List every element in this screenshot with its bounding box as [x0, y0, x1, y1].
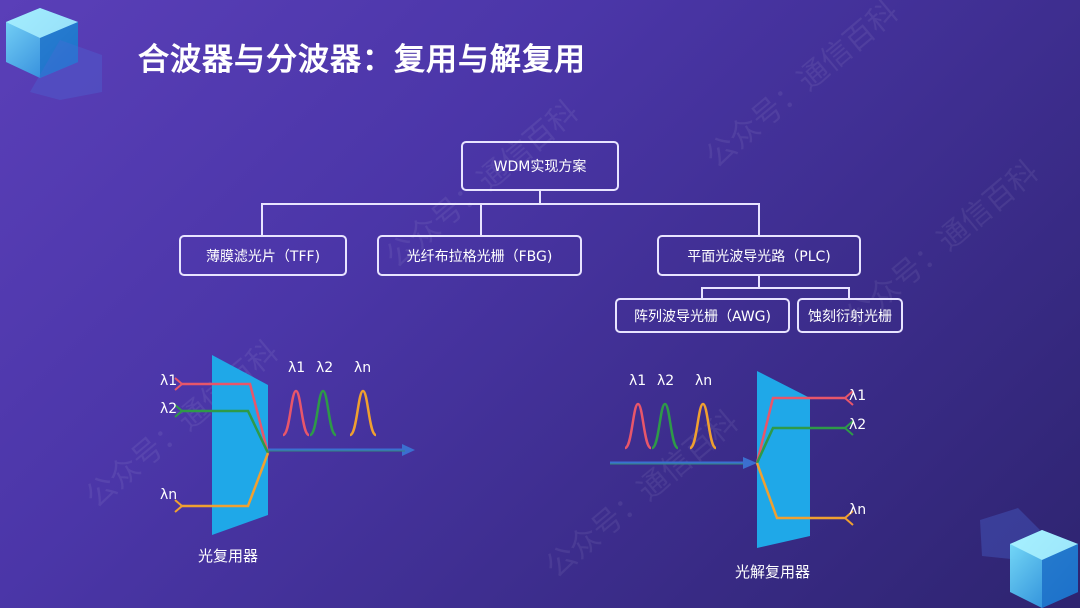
connector	[701, 287, 850, 289]
connector	[261, 203, 760, 205]
tff-box: 薄膜滤光片（TFF)	[179, 235, 347, 276]
cube-decoration-top-left	[6, 8, 102, 100]
lambdan-peak	[348, 389, 378, 437]
awg-box: 阵列波导光栅（AWG)	[615, 298, 790, 333]
lambda2-peak	[308, 389, 338, 437]
connector	[480, 203, 482, 236]
demux-diagram	[610, 371, 854, 548]
watermark: 公众号：通信百科	[699, 0, 906, 176]
plc-box: 平面光波导光路（PLC)	[657, 235, 861, 276]
lambda1-out-path	[755, 396, 845, 464]
fbg-box: 光纤布拉格光栅（FBG)	[377, 235, 582, 276]
demux-prism	[757, 371, 810, 548]
lambda2-out-path	[755, 426, 845, 464]
lambda2-peak	[650, 402, 680, 450]
connector	[539, 191, 541, 204]
mux-peak-label-2: λ2	[316, 360, 334, 376]
lambda2-path	[182, 409, 270, 454]
lambdan-path	[182, 452, 270, 508]
demux-peak-label-n: λn	[695, 373, 713, 389]
mux-in-label-1: λ1	[160, 373, 178, 389]
mux-in-label-n: λn	[160, 487, 178, 503]
lambdan-out-path	[755, 462, 845, 520]
connector	[701, 287, 703, 299]
demux-peak-label-1: λ1	[629, 373, 647, 389]
demux-peak-label-2: λ2	[657, 373, 675, 389]
cube-decoration-bottom-right	[980, 508, 1078, 608]
mux-in-label-2: λ2	[160, 401, 178, 417]
connector	[758, 276, 760, 288]
connector	[848, 287, 850, 299]
mux-caption: 光复用器	[198, 547, 259, 565]
lambda1-path	[182, 382, 270, 454]
mux-prism	[212, 355, 268, 535]
lambda1-peak	[281, 389, 311, 437]
demux-out-label-2: λ2	[849, 417, 867, 433]
mux-peak-label-1: λ1	[288, 360, 306, 376]
etched-grating-box: 蚀刻衍射光栅	[797, 298, 903, 333]
mux-peak-label-n: λn	[354, 360, 372, 376]
connector	[261, 203, 263, 236]
demux-caption: 光解复用器	[735, 563, 811, 581]
demux-out-label-1: λ1	[849, 388, 867, 404]
demux-out-label-n: λn	[849, 502, 867, 518]
page-title: 合波器与分波器：复用与解复用	[138, 42, 586, 78]
lambdan-peak	[688, 402, 718, 450]
wdm-root-box: WDM实现方案	[461, 141, 619, 191]
connector	[758, 203, 760, 236]
lambda1-peak	[623, 402, 653, 450]
mux-diagram	[174, 355, 415, 535]
